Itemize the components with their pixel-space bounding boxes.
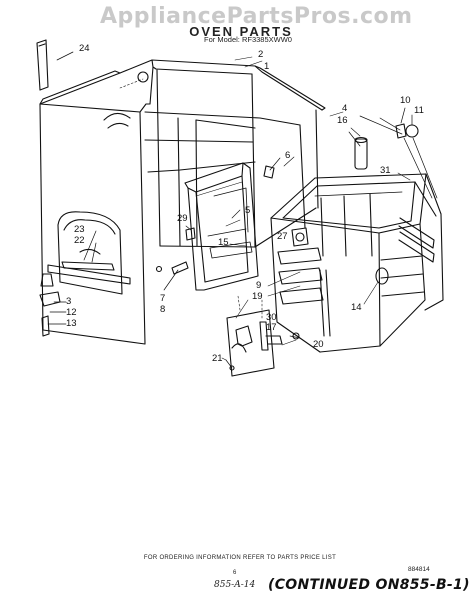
part-6-bracket [263, 157, 281, 179]
part-24-trim-strip [36, 39, 74, 91]
part-label-24: 24 [79, 43, 90, 54]
part-16-light-socket [348, 131, 368, 170]
part-label-13: 13 [66, 318, 77, 329]
part-label-9: 9 [256, 280, 262, 291]
oven-cabinet [39, 59, 326, 345]
watermark: AppliancePartsPros.com [100, 4, 413, 29]
part-label-22: 22 [74, 235, 85, 246]
part-label-29: 29 [177, 213, 188, 224]
model-line: For Model: RF3385XWW0 [204, 35, 292, 44]
part-label-31: 31 [380, 165, 391, 176]
part-label-16: 16 [337, 115, 348, 126]
part-label-3: 3 [66, 296, 72, 307]
part-label-1: 1 [264, 61, 270, 72]
part-label-8: 8 [160, 304, 166, 315]
part-label-20: 20 [313, 339, 324, 350]
part-label-17: 17 [266, 322, 277, 333]
diagram-title: OVEN PARTS [189, 24, 293, 39]
part-label-7: 7 [160, 293, 166, 304]
part-label-27: 27 [277, 231, 288, 242]
hinge-bracket [225, 295, 301, 377]
continued-note: (CONTINUED ON855-B-1) [268, 577, 470, 593]
part-label-11: 11 [414, 105, 424, 116]
ordering-info: FOR ORDERING INFORMATION REFER TO PARTS … [143, 555, 337, 561]
drawing-code: 884814 [408, 566, 430, 573]
part-10-11-bulb [359, 107, 438, 199]
part-label-23: 23 [74, 224, 85, 235]
part-label-21: 21 [212, 353, 223, 364]
page-number: 6 [233, 570, 237, 576]
oven-liner [270, 173, 444, 353]
part-label-4: 4 [342, 103, 348, 114]
handwritten-ref: 855-A-14 [214, 580, 256, 590]
part-label-15: 15 [218, 237, 229, 248]
door-frame [184, 162, 259, 291]
part-label-10: 10 [400, 95, 411, 106]
part-label-12: 12 [66, 307, 77, 318]
part-label-6: 6 [285, 150, 291, 161]
part-label-5: 5 [245, 205, 251, 216]
hardware-7-8-29 [155, 225, 196, 291]
part-label-14: 14 [351, 302, 362, 313]
part-label-30: 30 [266, 312, 277, 323]
part-22-23-element [61, 230, 115, 271]
part-label-19: 19 [252, 291, 263, 302]
leveler-3-12-13 [39, 273, 67, 337]
leader-lines [221, 56, 411, 361]
part-label-2: 2 [258, 49, 264, 60]
